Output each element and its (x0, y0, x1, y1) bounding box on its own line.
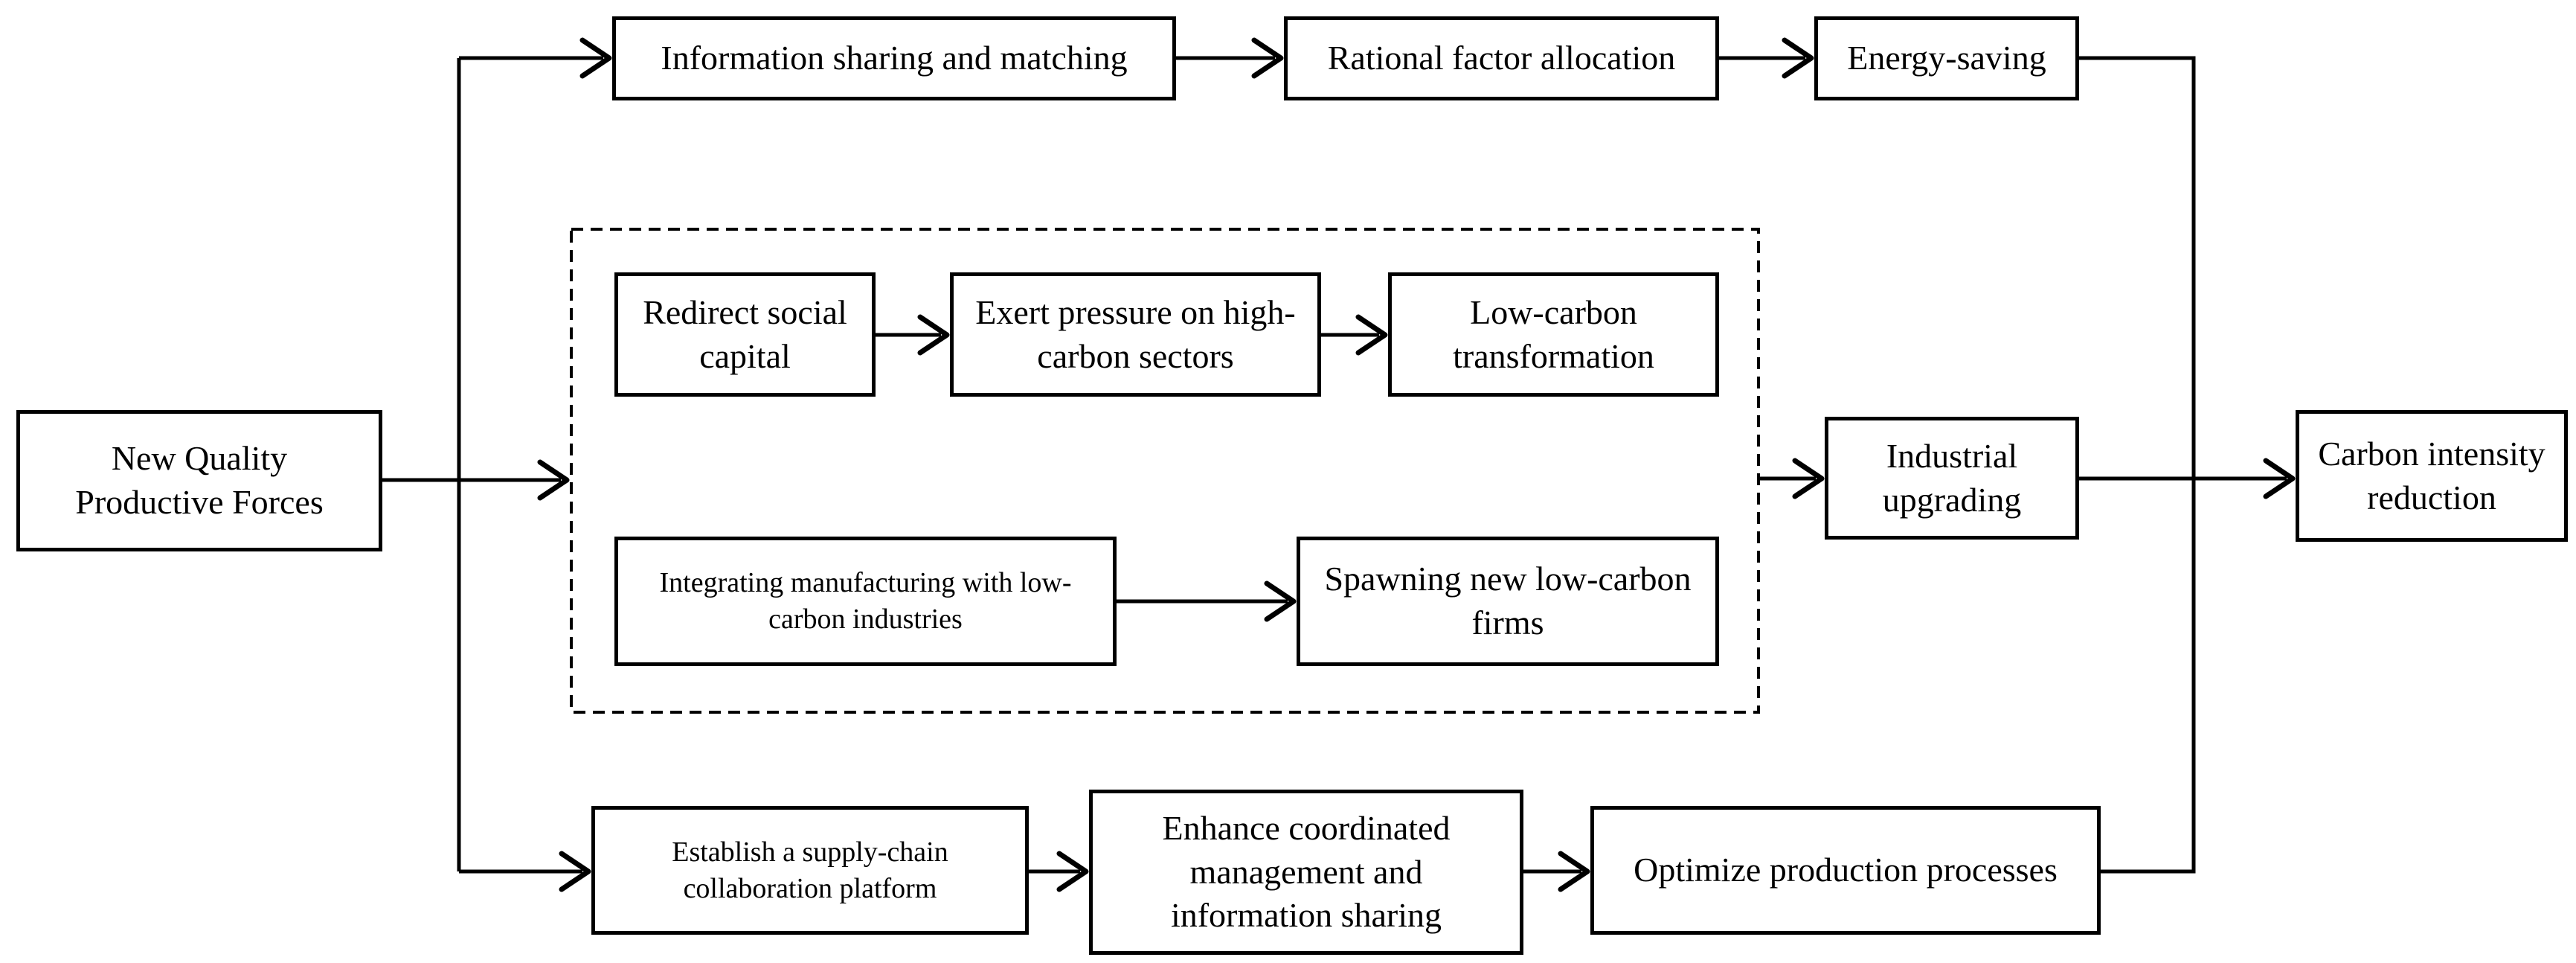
arrowhead-into-dashed-group (537, 459, 570, 501)
arrowhead-into-enhance (1056, 851, 1089, 892)
node-energy-saving: Energy-saving (1814, 16, 2079, 100)
dashed-group-border (570, 228, 1760, 714)
arrowhead-into-spawning (1264, 580, 1297, 622)
arrowhead-into-lowcarbon (1355, 314, 1388, 356)
arrowhead-into-exert (917, 314, 950, 356)
arrowhead-into-rational (1251, 37, 1284, 79)
arrowhead-into-energy (1782, 37, 1814, 79)
node-integrating-manufacturing-with-low-carbon-industries: Integrating manufacturing with low- carb… (614, 537, 1117, 666)
node-establish-supply-chain-collaboration-platform: Establish a supply-chain collaboration p… (591, 806, 1029, 935)
node-industrial-upgrading: Industrial upgrading (1825, 417, 2079, 540)
arrowhead-into-carbon (2263, 458, 2296, 499)
arrowhead-into-optimize (1558, 851, 1590, 892)
node-new-quality-productive-forces: New Quality Productive Forces (16, 410, 382, 551)
collector-line-energy-optimize (2079, 56, 2196, 874)
node-information-sharing-and-matching: Information sharing and matching (612, 16, 1176, 100)
node-carbon-intensity-reduction: Carbon intensity reduction (2296, 410, 2568, 542)
node-optimize-production-processes: Optimize production processes (1590, 806, 2101, 935)
node-enhance-coordinated-management-information-sharing: Enhance coordinated management and infor… (1089, 790, 1523, 955)
node-redirect-social-capital: Redirect social capital (614, 272, 876, 397)
node-exert-pressure-on-high-carbon-sectors: Exert pressure on high- carbon sectors (950, 272, 1321, 397)
node-spawning-new-low-carbon-firms: Spawning new low-carbon firms (1297, 537, 1719, 666)
arrowhead-into-info (579, 37, 612, 79)
node-rational-factor-allocation: Rational factor allocation (1284, 16, 1719, 100)
arrowhead-into-industrial (1792, 458, 1825, 499)
arrowhead-into-establish (559, 851, 591, 892)
node-low-carbon-transformation: Low-carbon transformation (1388, 272, 1719, 397)
